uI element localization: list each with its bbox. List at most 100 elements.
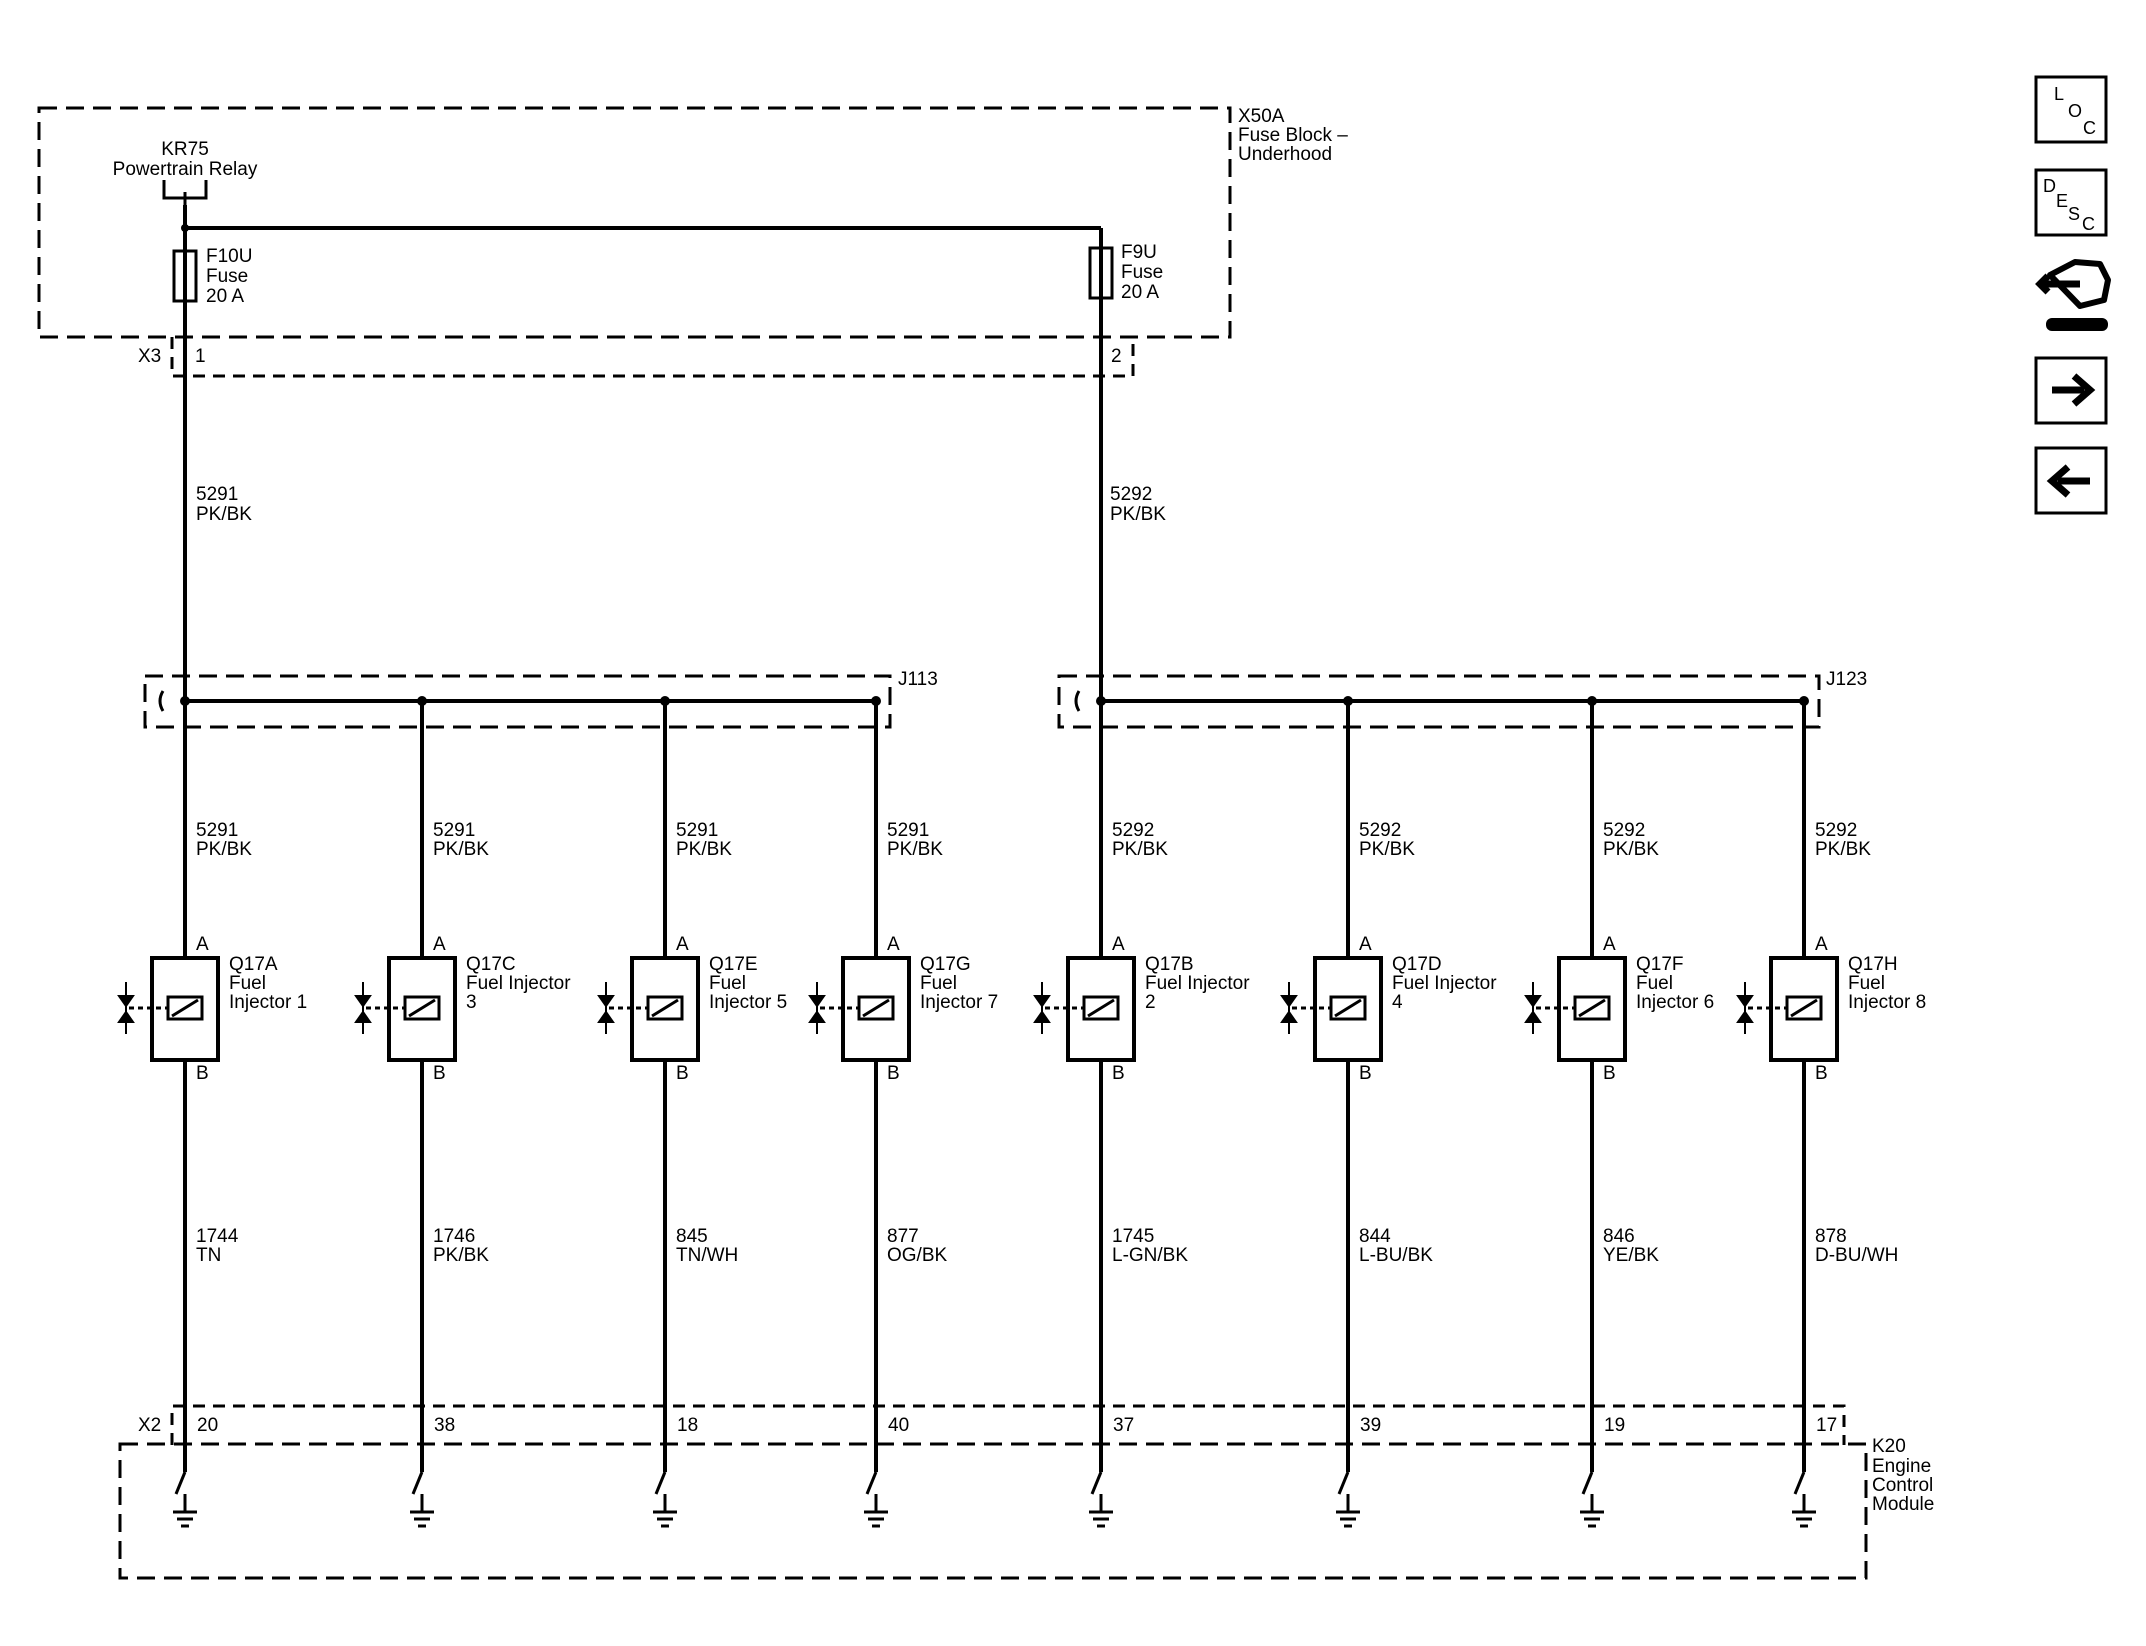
injector-name-2: Injector 8 [1848,992,1926,1013]
control-wire-color: TN/WH [676,1245,738,1266]
feed-wire-color: PK/BK [1112,839,1168,860]
ground-icon [173,1510,197,1528]
previous-arrow-icon[interactable] [2034,446,2108,515]
bus-junction-dot [181,224,189,232]
injector-coil-diagonal [1087,998,1115,1018]
ecm-name: Engine [1872,1456,1931,1477]
fuse-f10u-rating: 20 A [206,286,244,307]
ground-icon [1089,1510,1113,1528]
feed-wire-color: PK/BK [196,504,252,525]
injector-id: Q17B [1145,954,1194,975]
next-arrow-icon[interactable] [2034,356,2108,425]
svg-text:C: C [2083,118,2096,138]
injector-valve-arrows [597,982,615,1034]
pin-a-label: A [433,934,446,955]
splice-junction-dot [1343,696,1353,706]
injector-id: Q17H [1848,954,1898,975]
svg-text:D: D [2043,176,2056,196]
feed-wire-color: PK/BK [887,839,943,860]
control-wire-color: YE/BK [1603,1245,1659,1266]
ecm-driver-switch [654,1471,667,1495]
ecm-name-2: Control [1872,1475,1933,1496]
fuse-f10u-id: F10U [206,246,252,267]
pin-a-label: A [676,934,689,955]
fuse-block-id: X50A [1238,106,1285,127]
ecm-name-3: Module [1872,1494,1934,1515]
fuse-f9u-rating: 20 A [1121,282,1159,303]
pin-b-label: B [1815,1063,1828,1084]
injector-id: Q17E [709,954,758,975]
injector-coil-diagonal [651,998,679,1018]
fuse-f10u-type: Fuse [206,266,248,287]
injector-name: Fuel Injector [1392,973,1497,994]
fuse-f9u-id: F9U [1121,242,1157,263]
splice-j123-boundary [1057,674,1821,729]
pin-a-label: A [196,934,209,955]
control-wire-circuit: 844 [1359,1226,1391,1247]
control-wire-circuit: 878 [1815,1226,1847,1247]
description-button[interactable]: D E S C [2034,168,2108,237]
splice-junction-dot [660,696,670,706]
feed-wire-circuit: 5292 [1815,820,1857,841]
ecm-pin-label: 19 [1604,1415,1625,1436]
feed-wire-color: PK/BK [1603,839,1659,860]
pin-a-label: A [1815,934,1828,955]
relay-name: Powertrain Relay [113,159,258,180]
x2-connector-boundary [170,1404,1846,1445]
splice-j123-label: J123 [1826,669,1867,690]
splice-junction-dot [417,696,427,706]
relay-id: KR75 [161,139,209,160]
splice-junction-dot [871,696,881,706]
ground-icon [1792,1510,1816,1528]
connector-icon[interactable] [2035,259,2111,331]
pin-b-label: B [887,1063,900,1084]
injector-name-2: Injector 5 [709,992,787,1013]
injector-id: Q17C [466,954,516,975]
injector-name: Fuel [229,973,266,994]
injector-coil-diagonal [1334,998,1362,1018]
svg-text:S: S [2068,204,2080,224]
injector-name: Fuel [1848,973,1885,994]
location-button[interactable]: L O C [2034,75,2108,144]
control-wire-circuit: 1746 [433,1226,475,1247]
feed-wire-color: PK/BK [676,839,732,860]
feed-wire-color: PK/BK [433,839,489,860]
svg-text:O: O [2068,101,2082,121]
ecm-pin-label: 20 [197,1415,218,1436]
splice-j113-boundary [143,674,892,729]
splice-junction-dot [1587,696,1597,706]
control-wire-circuit: 1745 [1112,1226,1154,1247]
feed-wire-circuit: 5291 [196,820,238,841]
fuse-block-boundary [37,106,1232,339]
splice-j113-tab [158,690,165,712]
connector-x2-id: X2 [138,1415,161,1436]
ecm-pin-label: 17 [1816,1415,1837,1436]
ecm-pin-label: 39 [1360,1415,1381,1436]
feed-wire-circuit: 5292 [1110,484,1152,505]
ecm-boundary [118,1442,1868,1580]
injector-name: Fuel [709,973,746,994]
feed-wire-color: PK/BK [196,839,252,860]
pin-b-label: B [1603,1063,1616,1084]
pin-b-label: B [1112,1063,1125,1084]
splice-j113-label: J113 [898,669,938,690]
feed-wire-color: PK/BK [1815,839,1871,860]
svg-text:C: C [2082,214,2095,234]
injector-coil-diagonal [408,998,436,1018]
splice-j123-tab [1074,690,1081,712]
ecm-driver-switch [1337,1471,1350,1495]
injector-valve-arrows [1736,982,1754,1034]
connector-x3-pin: 1 [195,346,206,367]
injector-name: Fuel Injector [466,973,571,994]
control-wire-color: L-GN/BK [1112,1245,1188,1266]
pin-a-label: A [887,934,900,955]
control-wire-circuit: 845 [676,1226,708,1247]
injector-coil-diagonal [1578,998,1606,1018]
feed-wire-circuit: 5292 [1359,820,1401,841]
feed-wire-color: PK/BK [1359,839,1415,860]
injector-coil-diagonal [862,998,890,1018]
injector-valve-arrows [1524,982,1542,1034]
feed-wire-circuit: 5292 [1603,820,1645,841]
ground-icon [1580,1510,1604,1528]
injector-valve-arrows [117,982,135,1034]
